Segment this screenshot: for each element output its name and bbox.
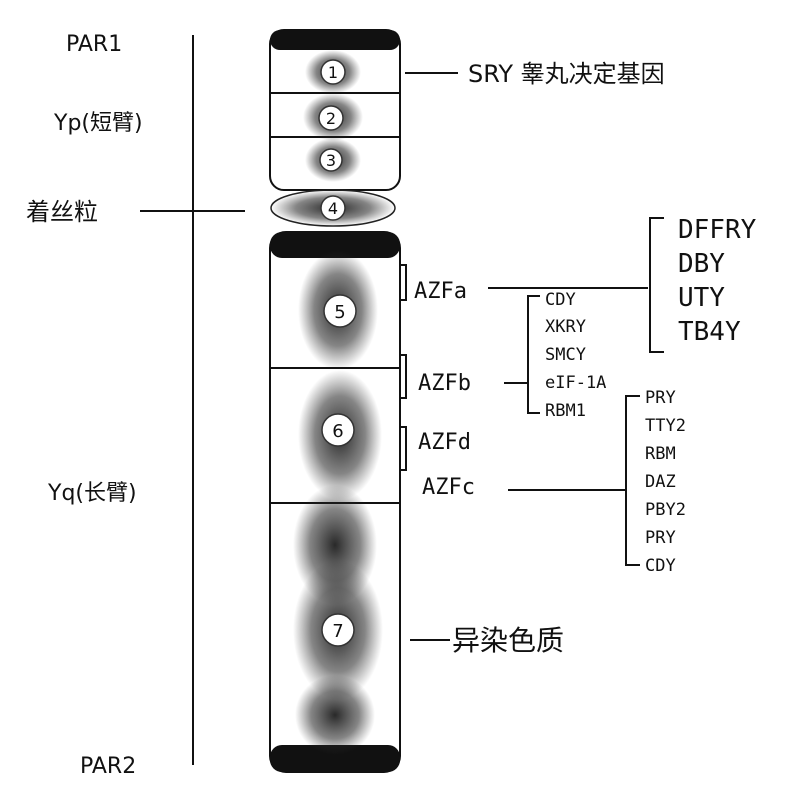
- azfb-label: AZFb: [418, 371, 471, 396]
- azfc-gene: TTY2: [645, 416, 686, 436]
- azfa-label: AZFa: [414, 279, 467, 304]
- azfc-label: AZFc: [422, 475, 475, 500]
- azfb-gene-bracket: [527, 295, 540, 414]
- yp-label: Yp(短臂): [53, 111, 143, 136]
- azfa-gene: DBY: [678, 249, 725, 279]
- azfb-gene: RBM1: [545, 401, 586, 421]
- azfb-gene: eIF-1A: [545, 373, 606, 393]
- azfa-gene-bracket: [649, 217, 664, 353]
- heterochromatin-label: 异染色质: [452, 624, 564, 657]
- region-1: 1: [320, 59, 346, 85]
- par2-label: PAR2: [80, 754, 136, 779]
- azfd-bracket: [400, 426, 407, 471]
- region-3: 3: [319, 148, 343, 172]
- svg-text:4: 4: [328, 199, 338, 218]
- svg-text:1: 1: [328, 63, 338, 82]
- region-4: 4: [320, 195, 346, 221]
- svg-text:5: 5: [334, 302, 345, 323]
- azfc-gene: PBY2: [645, 500, 686, 520]
- svg-text:2: 2: [326, 109, 336, 128]
- azfc-gene: RBM: [645, 444, 676, 464]
- azfc-gene-bracket: [625, 395, 640, 566]
- region-5: 5: [323, 294, 357, 328]
- azfc-gene: DAZ: [645, 472, 676, 492]
- azfb-gene: SMCY: [545, 345, 586, 365]
- azfa-gene: TB4Y: [678, 317, 741, 347]
- svg-text:7: 7: [332, 621, 343, 642]
- azfa-gene: UTY: [678, 283, 725, 313]
- sry-label: SRY 睾丸决定基因: [468, 60, 665, 88]
- region-2: 2: [318, 105, 344, 131]
- region-6: 6: [321, 413, 355, 447]
- svg-text:3: 3: [326, 151, 336, 170]
- azfb-bracket: [400, 354, 407, 399]
- svg-text:6: 6: [332, 421, 343, 442]
- region-7: 7: [321, 613, 355, 647]
- centromere-label: 着丝粒: [26, 198, 98, 226]
- azfb-gene: CDY: [545, 290, 576, 310]
- azfa-bracket: [400, 264, 407, 301]
- azfc-gene: PRY: [645, 528, 676, 548]
- azfc-gene: PRY: [645, 388, 676, 408]
- yq-label: Yq(长臂): [47, 481, 137, 506]
- azfb-gene: XKRY: [545, 317, 586, 337]
- par1-label: PAR1: [66, 32, 122, 57]
- azfa-gene: DFFRY: [678, 215, 757, 245]
- azfd-label: AZFd: [418, 430, 471, 455]
- azfc-gene: CDY: [645, 556, 676, 576]
